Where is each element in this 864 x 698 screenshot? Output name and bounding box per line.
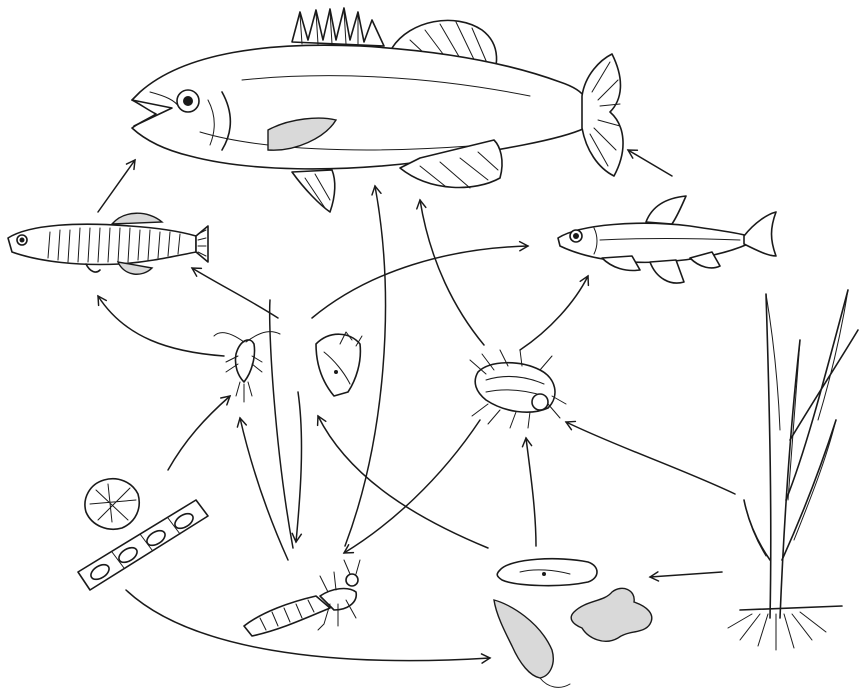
insect-larva-icon: [244, 560, 360, 636]
arrow-desmid-to-copepod: [168, 396, 230, 470]
amoeba-icon: [571, 588, 652, 641]
arrow-copepod-to-killifish-2: [98, 296, 224, 356]
mayfly-nymph-icon: [470, 350, 566, 428]
largemouth-bass-icon: [132, 8, 623, 212]
arrow-copepod-to-larva: [296, 392, 302, 542]
arrow-nymph-to-bass: [420, 200, 484, 345]
arrow-grass-to-nymph: [566, 422, 735, 494]
hydra-icon: [316, 332, 362, 396]
arrow-paramecium-to-nymph: [526, 438, 536, 546]
pond-grass-icon: [728, 290, 858, 650]
euglena-icon: [494, 600, 570, 687]
paramecium-icon: [497, 559, 597, 586]
arrow-minnow-to-bass: [628, 150, 672, 176]
arrow-nymph-to-minnow: [520, 276, 588, 350]
arrow-killifish-to-bass: [98, 160, 135, 212]
banded-killifish-icon: [8, 213, 208, 274]
minnow-icon: [558, 196, 776, 283]
arrow-grass-to-paramecium: [650, 572, 722, 577]
arrow-paramecium-to-hydra: [318, 416, 488, 548]
arrow-larva-to-copepod: [240, 418, 288, 560]
arrow-copepod-to-minnow: [312, 246, 528, 318]
desmid-icon: [85, 479, 139, 529]
arrow-copepod-to-killifish-1: [192, 268, 278, 318]
